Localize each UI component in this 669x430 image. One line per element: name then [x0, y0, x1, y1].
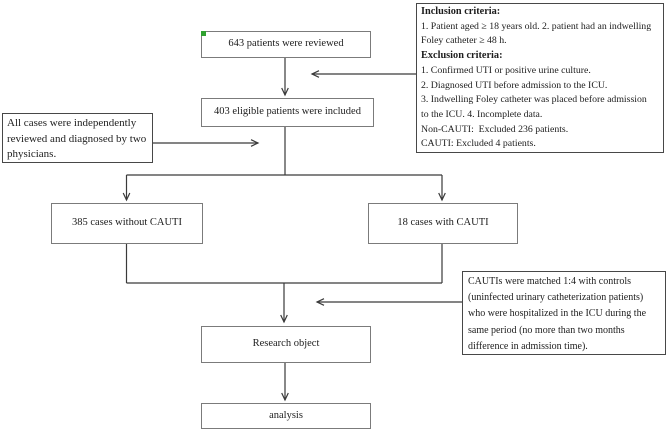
green-corner-marker	[201, 31, 206, 36]
criteria-line: Foley catheter ≥ 48 h.	[421, 35, 507, 47]
box-cases-with-cauti-label: 18 cases with CAUTI	[397, 217, 489, 229]
note-case-control-matching-text: CAUTIs were matched 1:4 with controls (u…	[468, 276, 647, 352]
box-research-object-label: Research object	[252, 338, 320, 350]
criteria-line: 1. Confirmed UTI or positive urine cultu…	[421, 64, 591, 76]
box-eligible-patients: 403 eligible patients were included	[201, 98, 374, 127]
inclusion-criteria-heading: Inclusion criteria:	[421, 6, 501, 17]
box-patients-reviewed-label: 643 patients were reviewed	[228, 38, 344, 50]
criteria-line: to the ICU. 4. Incomplete data.	[421, 108, 543, 120]
note-independent-review: All cases were independently reviewed an…	[2, 113, 153, 163]
criteria-line: 1. Patient aged ≥ 18 years old. 2. patie…	[421, 20, 652, 32]
criteria-line: Non-CAUTI: Excluded 236 patients.	[421, 123, 569, 135]
box-eligible-patients-label: 403 eligible patients were included	[214, 106, 361, 118]
box-analysis-label: analysis	[269, 409, 303, 421]
criteria-line: 3. Indwelling Foley catheter was placed …	[421, 94, 647, 106]
box-cases-without-cauti-label: 385 cases without CAUTI	[72, 217, 182, 229]
box-analysis: analysis	[201, 403, 371, 429]
box-cases-with-cauti: 18 cases with CAUTI	[368, 203, 518, 244]
criteria-line: 2. Diagnosed UTI before admission to the…	[421, 79, 608, 91]
exclusion-criteria-heading: Exclusion criteria:	[421, 50, 503, 62]
box-research-object: Research object	[201, 326, 371, 363]
note-inclusion-exclusion-criteria: Inclusion criteria: 1. Patient aged ≥ 18…	[416, 3, 664, 153]
note-case-control-matching: CAUTIs were matched 1:4 with controls (u…	[462, 271, 666, 355]
box-cases-without-cauti: 385 cases without CAUTI	[51, 203, 203, 244]
note-independent-review-text: All cases were independently reviewed an…	[7, 117, 147, 160]
criteria-line: CAUTI: Excluded 4 patients.	[421, 138, 536, 150]
box-patients-reviewed: 643 patients were reviewed	[201, 31, 371, 58]
